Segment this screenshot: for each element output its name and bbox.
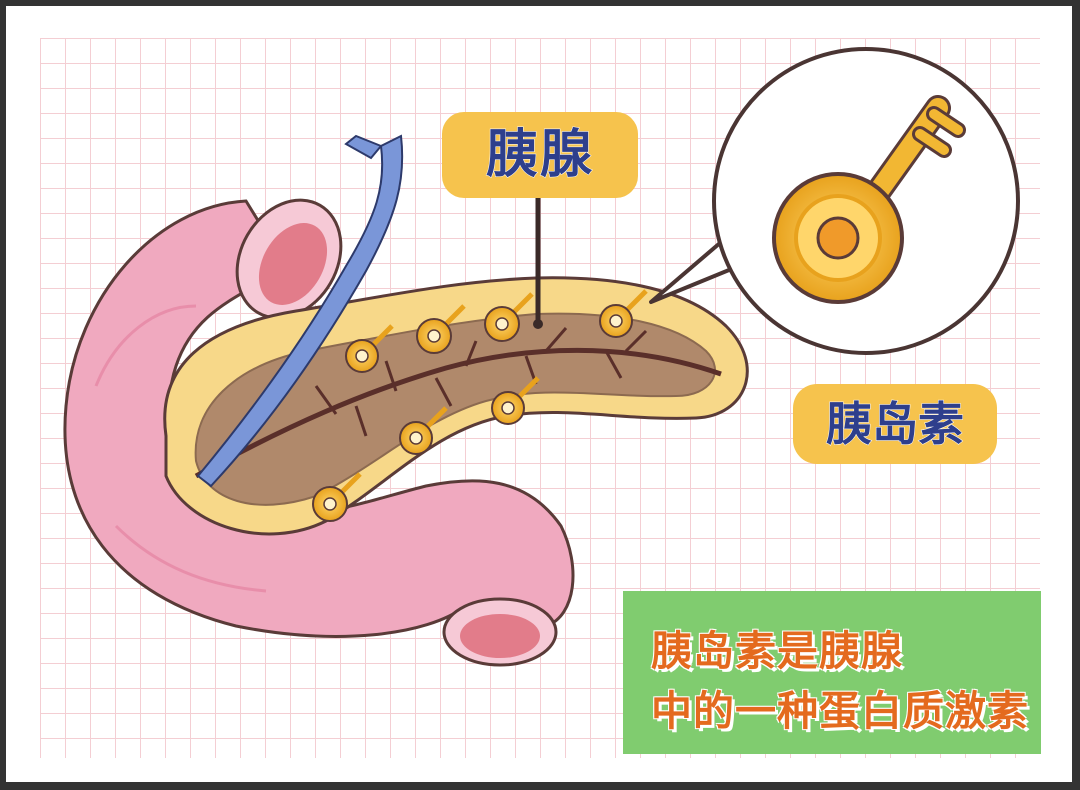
info-line-2: 中的一种蛋白质激素 xyxy=(651,687,1029,735)
key-icon xyxy=(772,95,966,304)
info-line-1: 胰岛素是胰腺 xyxy=(651,627,903,675)
key-icon xyxy=(416,304,466,354)
pancreatic-duct xyxy=(194,347,722,479)
diagram-frame: 胰腺 胰岛素 胰岛素是胰腺 中的一种蛋白质激素 xyxy=(6,6,1072,782)
info-box: 胰岛素是胰腺 中的一种蛋白质激素 xyxy=(623,591,1041,754)
insulin-label: 胰岛素 xyxy=(793,384,997,464)
key-icon xyxy=(491,376,540,425)
key-icon xyxy=(599,289,648,338)
pancreas-illustration xyxy=(63,47,1020,667)
key-callout-bubble xyxy=(649,47,1020,355)
key-icon xyxy=(399,406,448,455)
duodenum xyxy=(63,198,575,667)
insulin-keys xyxy=(312,289,648,522)
key-icon xyxy=(345,324,394,373)
pancreas-label: 胰腺 xyxy=(442,112,638,198)
key-icon xyxy=(312,472,362,522)
blood-vessel xyxy=(196,134,404,488)
key-icon xyxy=(484,292,534,342)
